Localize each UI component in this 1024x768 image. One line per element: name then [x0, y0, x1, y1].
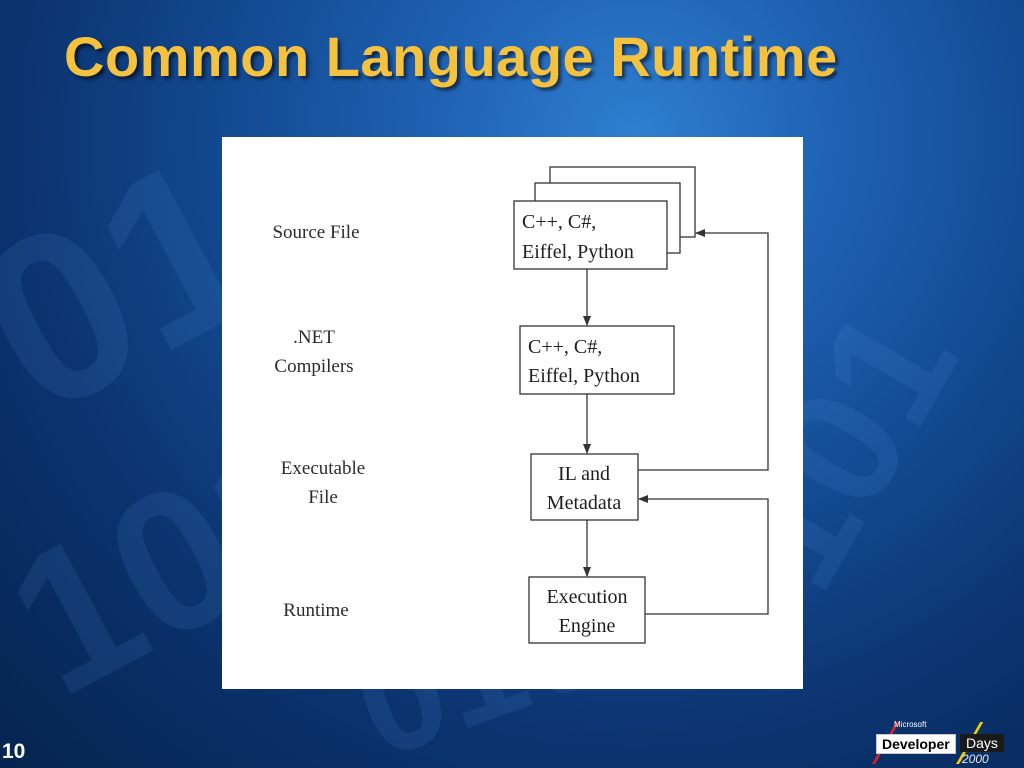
- compilers-box-line1: C++, C#,: [528, 336, 602, 358]
- source-file-box-line2: Eiffel, Python: [522, 241, 634, 263]
- execution-engine-box: [528, 576, 646, 644]
- clr-diagram: Source File .NET Compilers Executable Fi…: [222, 137, 803, 689]
- logo-microsoft-text: Microsoft: [894, 720, 927, 729]
- execution-engine-box-line1: Execution: [546, 586, 627, 608]
- il-metadata-box-line1: IL and: [558, 463, 610, 485]
- compilers-box-line2: Eiffel, Python: [528, 365, 640, 387]
- source-file-box-line1: C++, C#,: [522, 211, 596, 233]
- source-file-stack: [513, 166, 696, 270]
- il-metadata-box-line2: Metadata: [547, 492, 622, 514]
- feedback-engine-to-il: [638, 495, 769, 615]
- label-net-compilers-line1: .NET: [293, 327, 335, 348]
- compilers-box: [519, 325, 675, 395]
- logo-days-text: Days: [960, 734, 1004, 752]
- clr-flow-diagram: Source File .NET Compilers Executable Fi…: [272, 166, 769, 644]
- feedback-il-to-source: [638, 229, 769, 471]
- label-runtime: Runtime: [283, 600, 348, 621]
- logo-year-text: 2000: [962, 752, 989, 766]
- label-executable-file-line2: File: [308, 487, 338, 508]
- execution-engine-box-line2: Engine: [559, 615, 616, 637]
- slide-title: Common Language Runtime: [64, 25, 838, 88]
- developer-days-logo: Microsoft Developer Days 2000: [872, 720, 1022, 766]
- label-executable-file-line1: Executable: [281, 458, 365, 479]
- label-net-compilers-line2: Compilers: [274, 356, 353, 377]
- il-metadata-box: [530, 453, 639, 521]
- label-source-file: Source File: [272, 222, 359, 243]
- logo-developer-text: Developer: [876, 734, 956, 754]
- page-number: 10: [2, 740, 26, 763]
